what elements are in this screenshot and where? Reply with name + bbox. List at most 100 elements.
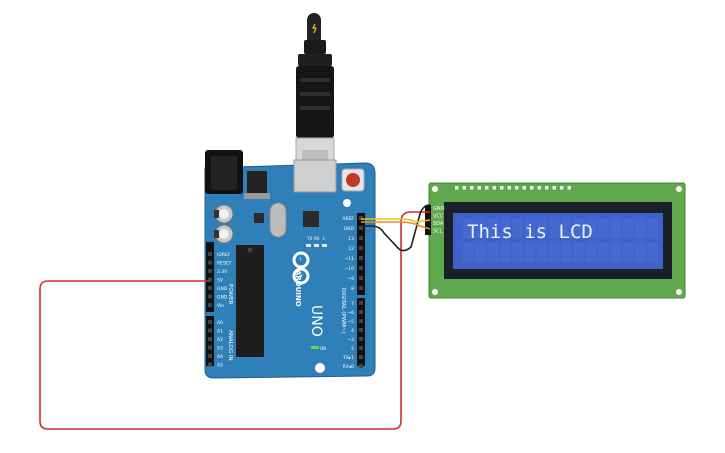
- power-pin-label: IOREF: [217, 252, 231, 258]
- power-pin-label: GND: [217, 286, 228, 292]
- digital-pin[interactable]: [359, 216, 363, 220]
- digital-pin[interactable]: [359, 266, 363, 270]
- lcd-header-pin: [530, 186, 534, 190]
- digital-pin[interactable]: [359, 226, 363, 230]
- digital-pin-label: ~9: [347, 276, 354, 282]
- digital-pin-label: AREF: [342, 216, 354, 222]
- lcd-pin-label: GND: [433, 206, 445, 212]
- on-led: [311, 346, 319, 349]
- analog-pin[interactable]: [208, 345, 212, 350]
- lcd-char-cell: [598, 219, 609, 238]
- digital-pin[interactable]: [359, 276, 363, 280]
- lcd-char-cell: [549, 219, 560, 238]
- digital-pin-label: GND: [344, 226, 355, 232]
- digital-pin-label: 8: [351, 286, 354, 292]
- digital-pin[interactable]: [359, 301, 363, 305]
- lcd-header-pin: [470, 186, 474, 190]
- digital-pin[interactable]: [359, 310, 363, 314]
- analog-pin-label: A3: [217, 345, 223, 351]
- analog-pin-label: A1: [217, 328, 223, 334]
- lcd-char-cell: [512, 243, 523, 262]
- digital-pin[interactable]: [359, 328, 363, 332]
- lcd-char-cell: [622, 243, 634, 262]
- digital-pin[interactable]: [359, 286, 363, 290]
- wire-gnd-black[interactable]: [361, 204, 431, 252]
- digital-pin-label: ~5: [347, 319, 354, 325]
- power-pin[interactable]: [208, 294, 212, 299]
- digital-pin-label: ~6: [347, 310, 354, 316]
- analog-pin[interactable]: [208, 328, 212, 333]
- lcd-char-cell: [463, 219, 474, 238]
- analog-pin[interactable]: [208, 354, 212, 358]
- digital-pin[interactable]: [359, 355, 363, 359]
- lcd-header-pin: [545, 186, 549, 190]
- power-pin[interactable]: [208, 303, 212, 307]
- power-pin[interactable]: [208, 286, 212, 290]
- lcd-header-pin: [485, 186, 489, 190]
- svg-text:+: +: [297, 273, 304, 278]
- digital-pin-label: 2: [351, 346, 354, 352]
- capacitor: [214, 224, 234, 244]
- crystal-oscillator: [269, 202, 287, 238]
- digital-pin[interactable]: [359, 246, 363, 250]
- digital-pin-label: TX▸1: [342, 355, 354, 361]
- lcd-header-pin: [567, 186, 571, 190]
- digital-pin[interactable]: [359, 346, 363, 350]
- analog-pin-label: A4: [217, 354, 223, 360]
- digital-pin-label: RX◂0: [343, 364, 354, 370]
- lcd-char-cell: [487, 219, 499, 238]
- wire-scl-orange[interactable]: [361, 221, 431, 230]
- wires: [39, 204, 431, 430]
- lcd-char-cell: [524, 243, 535, 262]
- arduino-logo: − +: [292, 251, 310, 285]
- lcd-header-pin: [462, 186, 466, 190]
- wire-sda-yellow[interactable]: [361, 218, 431, 223]
- reset-button[interactable]: [341, 168, 365, 192]
- rx-led: [314, 244, 319, 247]
- lcd-pin-label: SDA: [433, 221, 444, 227]
- lcd-char-cell: [635, 219, 646, 238]
- lcd-char-cell: [512, 219, 523, 238]
- digital-pin[interactable]: [359, 236, 363, 240]
- power-pin-label: 3.3V: [217, 269, 228, 275]
- brand-label: ARDUINO: [294, 270, 302, 307]
- digital-pin[interactable]: [359, 319, 363, 323]
- lcd-char-cell: [487, 243, 499, 262]
- analog-pin[interactable]: [208, 320, 212, 324]
- lcd-char-cell: [475, 219, 486, 238]
- power-pin[interactable]: [208, 269, 212, 273]
- power-pin[interactable]: [208, 277, 212, 282]
- lcd-pin-label: SCL: [433, 228, 443, 234]
- digital-pin-label: 4: [351, 328, 354, 334]
- lcd-header-pin: [492, 186, 496, 190]
- lcd-header-pin: [515, 186, 519, 190]
- digital-pin[interactable]: [359, 256, 363, 260]
- lcd-pin-label: VCC: [433, 213, 444, 219]
- usb-chip: [303, 211, 319, 227]
- arduino-uno-board[interactable]: TX RX L ON − + ARDUINO UNO DIGITAL (PWM~…: [204, 150, 376, 379]
- atmega-chip: [236, 245, 264, 357]
- digital-pin[interactable]: [359, 364, 363, 368]
- lcd-char-cell: [549, 243, 560, 262]
- digital-pin[interactable]: [359, 337, 363, 341]
- usb-socket: [293, 159, 337, 193]
- digital-pin-label: 7: [351, 301, 354, 307]
- analog-section-label: ANALOG IN: [227, 330, 233, 361]
- lcd-char-cell: [536, 243, 548, 262]
- power-pin[interactable]: [208, 252, 212, 256]
- digital-pin-label: ~11: [345, 256, 355, 262]
- power-pin[interactable]: [208, 260, 212, 265]
- lcd-char-cell: [647, 219, 658, 238]
- lcd-char-cell: [598, 243, 609, 262]
- digital-pin-label: ~10: [345, 266, 355, 272]
- analog-pin[interactable]: [208, 337, 212, 341]
- wire-5v-red[interactable]: [39, 211, 430, 430]
- lcd-header-pin: [560, 186, 564, 190]
- power-header: [206, 242, 214, 312]
- lcd-char-cell: [561, 243, 572, 262]
- digital-header-top: [357, 213, 365, 295]
- analog-pin[interactable]: [208, 362, 212, 367]
- lcd-header-pin: [477, 186, 481, 190]
